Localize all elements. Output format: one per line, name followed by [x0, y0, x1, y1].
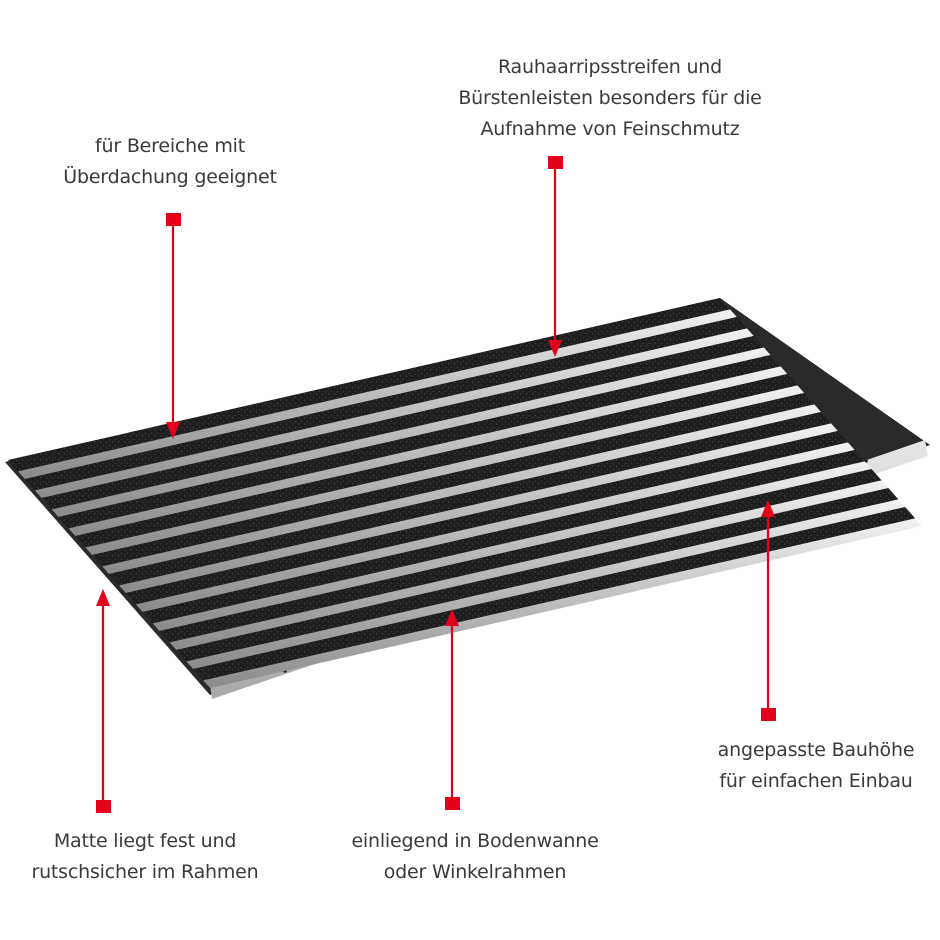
annotation-covered-areas: für Bereiche mit Überdachung geeignet [40, 131, 300, 193]
brush-strip [24, 317, 747, 491]
aluminium-profile [85, 385, 805, 555]
brush-strip [109, 412, 832, 586]
arrowhead-down-icon [166, 422, 180, 439]
aluminium-profile [186, 499, 906, 669]
aluminium-profile [135, 442, 855, 612]
annotation-frame-fit: Matte liegt fest und rutschsicher im Rah… [0, 826, 290, 888]
brush-strip [92, 393, 815, 567]
annotation-brush-strips: Rauhaarripsstreifen und Bürstenleisten b… [420, 52, 800, 145]
arrow-covered-areas [166, 213, 181, 439]
arrowhead-down-icon [548, 340, 562, 357]
annotation-line: Matte liegt fest und [53, 830, 237, 852]
annotation-line: Bürstenleisten besonders für die [458, 87, 762, 109]
annotation-recess-mount: einliegend in Bodenwanne oder Winkelrahm… [330, 826, 620, 888]
aluminium-profile [68, 366, 788, 536]
aluminium-profile [152, 461, 872, 631]
aluminium-profile [169, 480, 889, 650]
aluminium-profile [18, 309, 737, 479]
arrow-brush-strips [548, 156, 563, 357]
brush-strip [193, 507, 916, 681]
brush-strip [142, 450, 865, 624]
brush-strip [58, 355, 781, 529]
brush-strip [125, 431, 848, 605]
annotation-line: oder Winkelrahmen [383, 861, 567, 883]
aluminium-profile [203, 518, 922, 688]
brush-strip [176, 488, 899, 662]
marker-square-icon [96, 800, 111, 813]
callout-arrows [96, 156, 776, 813]
annotation-installation-height: angepasste Bauhöhe für einfachen Einbau [696, 735, 936, 797]
brush-strip [41, 336, 764, 510]
arrow-installation-height [761, 500, 776, 721]
brush-strip [159, 469, 882, 643]
arrow-frame-fit [96, 589, 111, 813]
arrowhead-up-icon [96, 589, 110, 606]
annotation-line: rutschsicher im Rahmen [31, 861, 259, 883]
annotation-line: Aufnahme von Feinschmutz [480, 118, 740, 140]
aluminium-profile [51, 347, 771, 517]
marker-square-icon [166, 213, 181, 226]
annotation-line: für einfachen Einbau [719, 770, 913, 792]
annotation-line: für Bereiche mit [95, 135, 245, 157]
annotation-line: einliegend in Bodenwanne [351, 830, 599, 852]
annotation-line: Rauhaarripsstreifen und [497, 56, 723, 78]
arrowhead-up-icon [761, 500, 775, 517]
aluminium-profile [34, 328, 754, 498]
aluminium-profile [102, 404, 822, 574]
arrow-recess-mount [445, 609, 460, 810]
annotation-line: Überdachung geeignet [63, 166, 277, 188]
annotation-line: angepasste Bauhöhe [717, 739, 915, 761]
marker-square-icon [761, 708, 776, 721]
aluminium-profile [119, 423, 838, 593]
marker-square-icon [548, 156, 563, 169]
mat-strips [8, 298, 922, 688]
marker-square-icon [445, 797, 460, 810]
brush-strip [75, 374, 798, 548]
arrowhead-up-icon [445, 609, 459, 626]
